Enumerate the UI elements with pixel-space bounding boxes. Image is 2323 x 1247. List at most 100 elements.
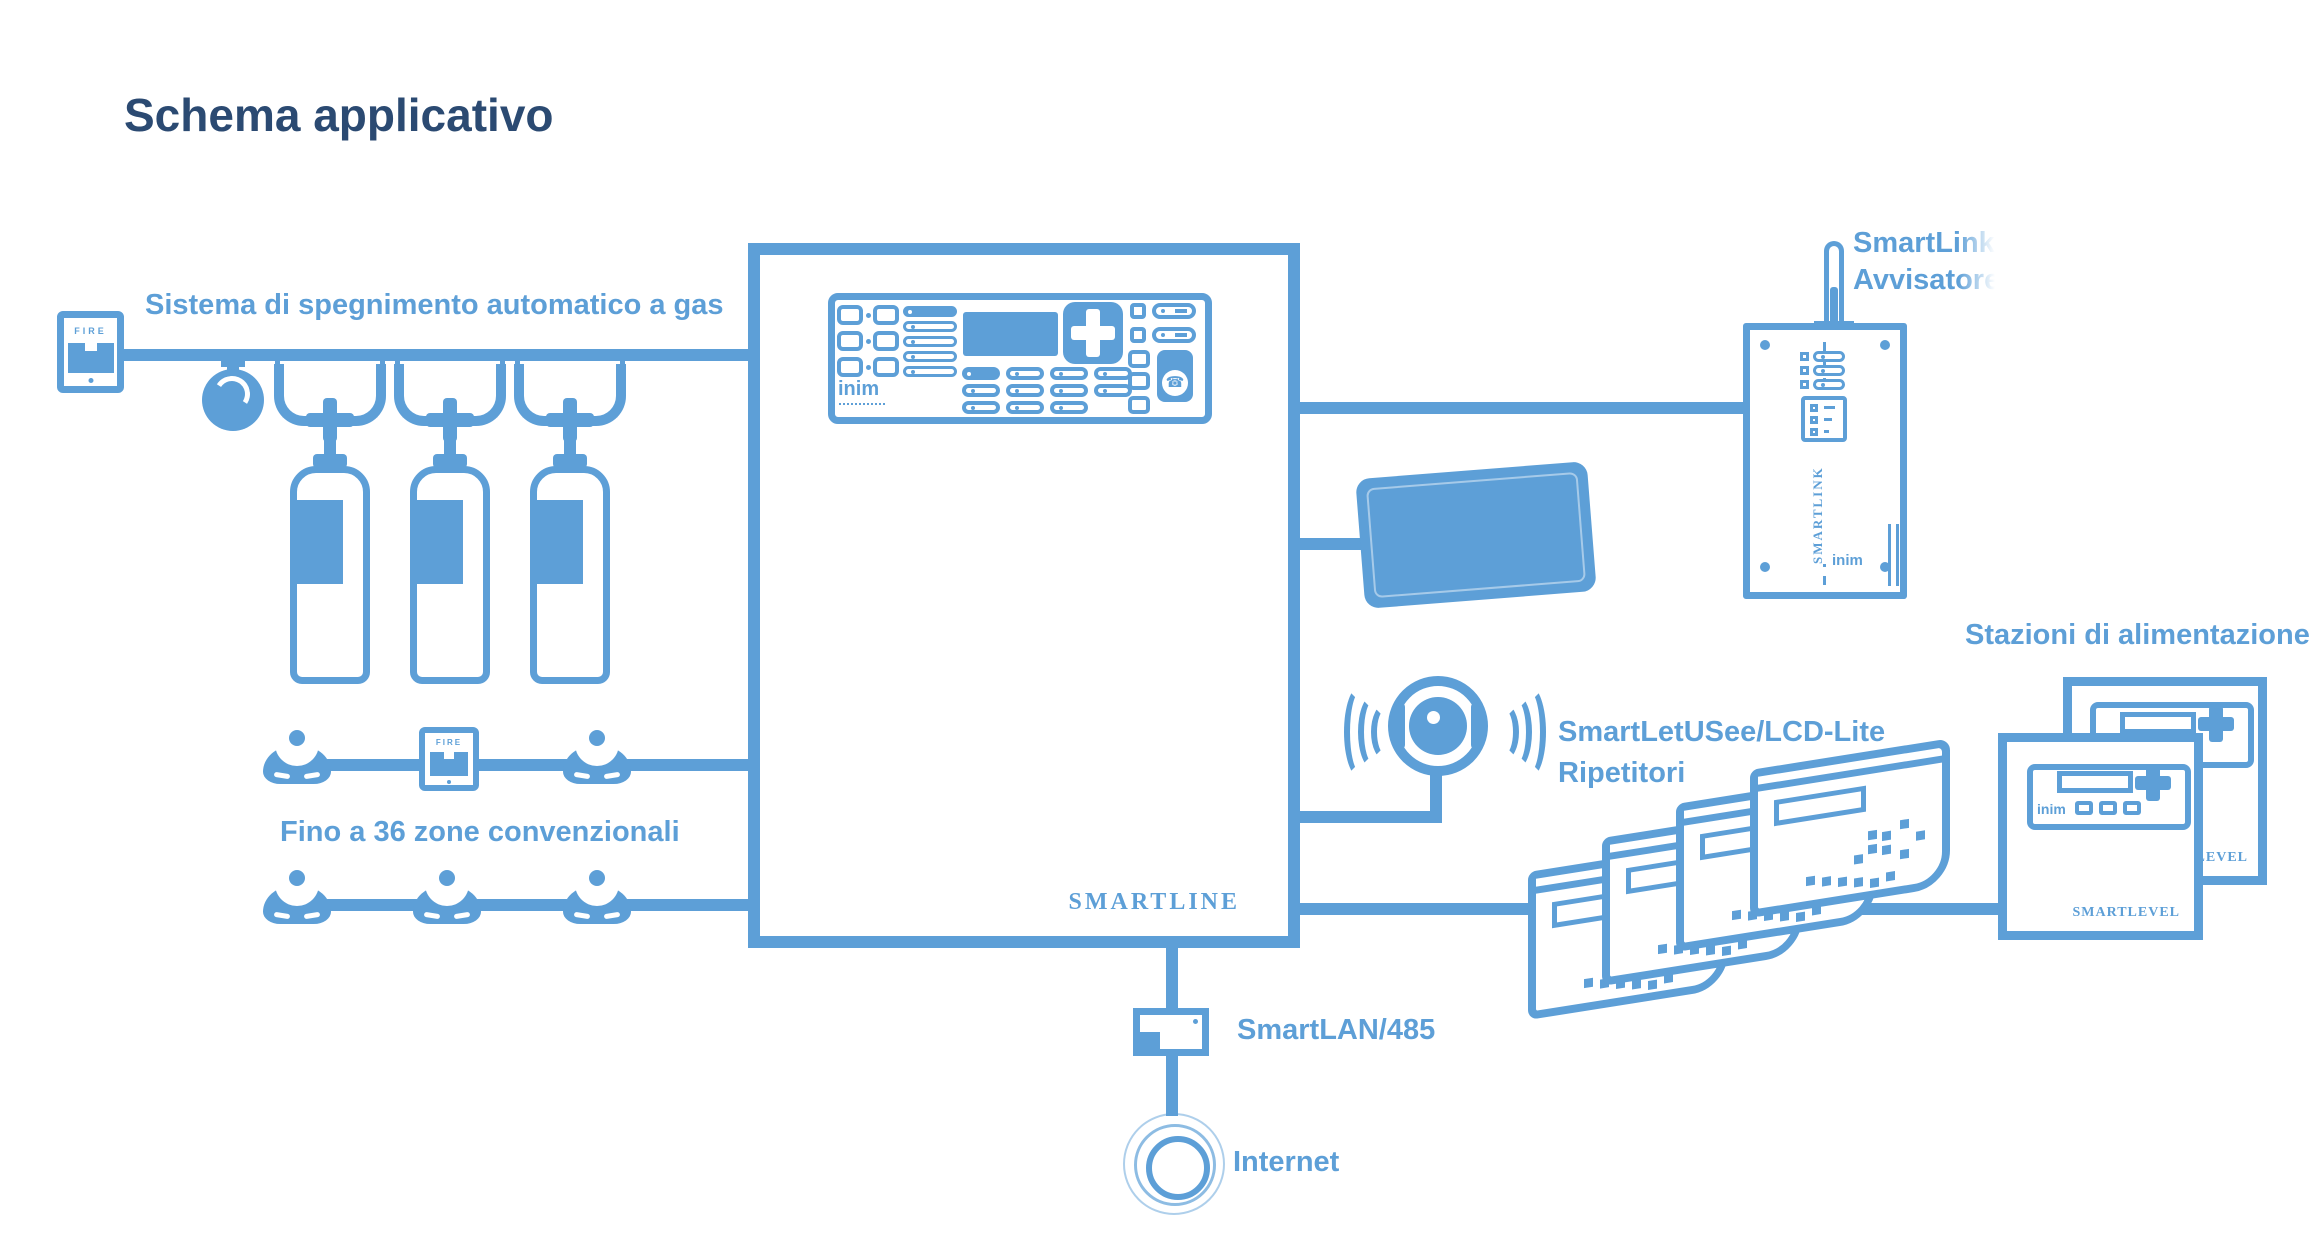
led-indicator [873, 331, 899, 351]
plus-button [2198, 706, 2234, 742]
pipe-union [380, 350, 385, 366]
terminal-pin [1810, 416, 1818, 424]
siren-highlight [1427, 711, 1440, 724]
gas-cylinder-1 [272, 348, 388, 684]
label-smartlan: SmartLAN/485 [1237, 1014, 1436, 1046]
detector-slit [273, 911, 291, 920]
line-panel-siren-v [1430, 762, 1442, 823]
zone-key [1050, 401, 1088, 414]
detector-cap [575, 722, 619, 766]
repeater-keys [1732, 909, 1741, 921]
led-indicator [873, 305, 899, 325]
page-title: Schema applicativo [124, 89, 554, 141]
nav-cross-v [1086, 309, 1100, 357]
callpoint-dot [88, 378, 93, 383]
terminal-dash [1824, 406, 1835, 409]
label-internet: Internet [1233, 1146, 1340, 1178]
detector-slit [573, 771, 591, 780]
status-pill [903, 336, 957, 347]
hose-right [582, 364, 626, 426]
detector-slit [453, 911, 471, 920]
gauge-flange [221, 361, 245, 367]
key-button [1130, 327, 1146, 343]
status-pill [1813, 379, 1845, 390]
smartlink-bracket [1888, 524, 1891, 586]
lcd-display [963, 312, 1058, 356]
key-button [1128, 350, 1150, 368]
pipe-union [515, 350, 520, 366]
led-indicator [837, 357, 863, 377]
gauge-body [202, 369, 264, 431]
zone-key [962, 401, 1000, 414]
cylinder-stem [324, 440, 336, 456]
screw-dot [1760, 562, 1770, 572]
station-key [2099, 801, 2117, 815]
cylinder-band [417, 500, 463, 584]
smartline-model-label: SMARTLINE [1068, 889, 1240, 915]
phone-button: ☎ [1157, 350, 1193, 402]
zone-key [1094, 367, 1132, 380]
status-pill [903, 351, 957, 362]
cylinder-stem [444, 440, 456, 456]
detector-slit [603, 771, 621, 780]
fire-callpoint-label: FIRE [74, 326, 107, 336]
smartlan-dot [1193, 1019, 1198, 1024]
gauge-highlight [210, 372, 254, 416]
internet-icon [1123, 1113, 1225, 1215]
label-repeaters-line2: Ripetitori [1558, 757, 1686, 789]
line-panel-sign [1290, 538, 1374, 550]
smartlink-device: SMARTLINK inim [1743, 323, 1907, 599]
detector-cap [425, 862, 469, 906]
screw-dot [1880, 340, 1890, 350]
alarm-sign-panel [1355, 461, 1597, 609]
smoke-detector [263, 722, 331, 784]
led-indicator [1800, 366, 1809, 375]
pipe-union [500, 350, 505, 366]
repeater-display [1774, 785, 1866, 827]
callpoint-button [430, 752, 468, 776]
detector-led [439, 870, 455, 886]
hose-left [514, 364, 558, 426]
zone-key [1006, 367, 1044, 380]
smartlink-model-label: SMARTLINK [1810, 446, 1826, 564]
hose-right [462, 364, 506, 426]
led-indicator [837, 305, 863, 325]
smoke-detector [413, 862, 481, 924]
station-display [2057, 771, 2133, 793]
inim-logo: inim [1830, 552, 1865, 569]
repeater-keys [1658, 943, 1667, 955]
zone-key [1006, 384, 1044, 397]
status-pill [1152, 327, 1196, 343]
callpoint-dot [447, 780, 451, 784]
phone-icon: ☎ [1165, 374, 1185, 391]
label-smartlink: SmartLink Avvisatore [1853, 225, 2023, 299]
siren-bracket [1396, 703, 1405, 749]
smartlan-notch [1140, 1032, 1160, 1049]
line-panel-siren-h [1290, 811, 1442, 823]
screw-dot [1760, 340, 1770, 350]
siren-dome [1409, 697, 1467, 755]
hose-left [274, 364, 318, 426]
pipe-union [395, 350, 400, 366]
smartlink-bracket [1896, 524, 1899, 586]
detector-cap [275, 862, 319, 906]
internet-icon-ring [1134, 1124, 1216, 1206]
label-smartlink-line1: SmartLink [1853, 227, 1995, 259]
status-pill [1813, 351, 1845, 362]
zone-key [962, 367, 1000, 380]
detector-led [289, 870, 305, 886]
terminal-block [1801, 396, 1847, 442]
led-dot [866, 339, 871, 344]
zone-line-1 [292, 759, 760, 771]
repeater-keys [1584, 977, 1593, 989]
led-indicator [1800, 352, 1809, 361]
screw-dot [1880, 562, 1890, 572]
smoke-detector [563, 862, 631, 924]
gas-cylinder-3 [512, 348, 628, 684]
cylinder-band [297, 500, 343, 584]
detector-slit [303, 911, 321, 920]
detector-cap [275, 722, 319, 766]
internet-icon-core [1146, 1136, 1210, 1200]
detector-led [589, 870, 605, 886]
line-smartlan-internet [1166, 1054, 1178, 1116]
